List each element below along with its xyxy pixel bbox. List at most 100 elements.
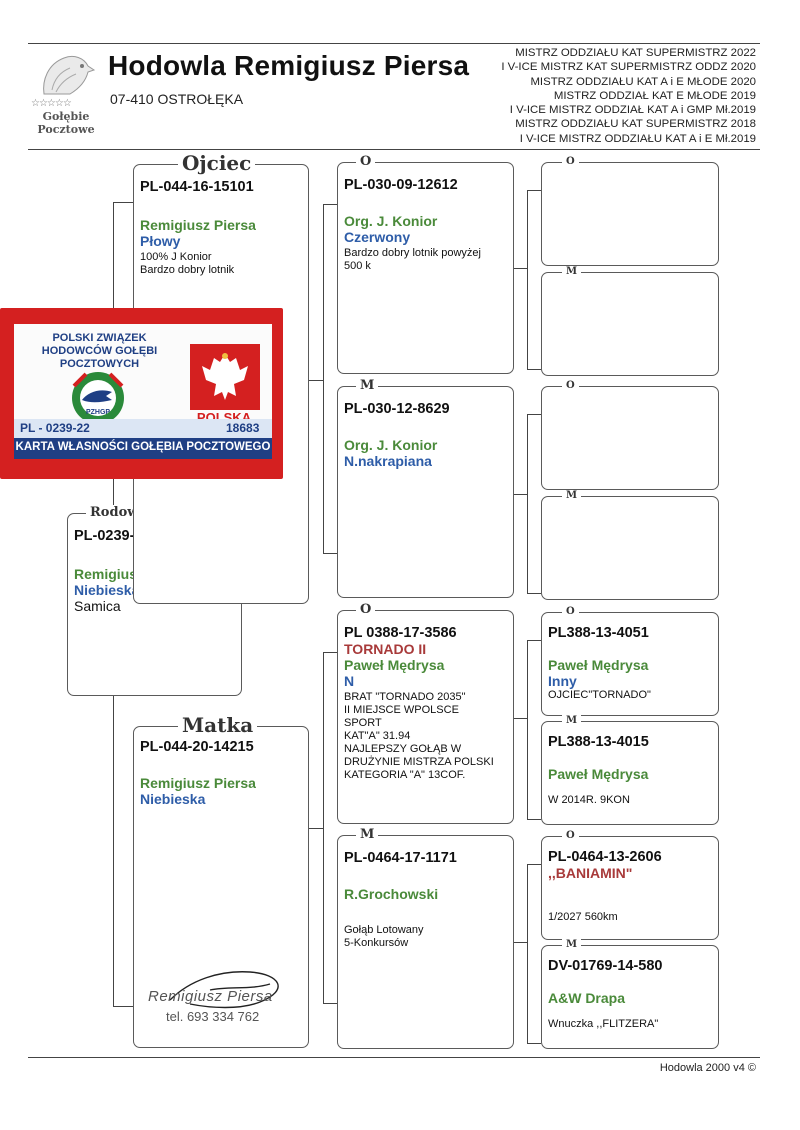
connector-line: [527, 190, 528, 370]
ownership-card: POLSKI ZWIĄZEK HODOWCÓW GOŁĘBI POCZTOWYC…: [0, 308, 283, 479]
achievement-item: MISTRZ ODDZIAŁU KAT SUPERMISTRZ 2018: [515, 118, 756, 131]
gen3-notes: Wnuczka ,,FLITZERA": [548, 1018, 659, 1030]
gen3-notes: OJCIEC"TORNADO": [548, 689, 651, 701]
gen3-ring: PL-0464-13-2606: [548, 849, 662, 865]
sire-sire-ring: PL-030-09-12612: [344, 177, 458, 193]
gen3-label: O: [562, 830, 579, 842]
card-caption-bar: KARTA WŁASNOŚCI GOŁĘBIA POCZTOWEGO: [14, 438, 272, 459]
gen3-color: Inny: [548, 673, 577, 689]
connector-line: [308, 380, 324, 381]
connector-line: [513, 942, 528, 943]
subject-color: Niebieska: [74, 582, 140, 598]
achievements-list: MISTRZ ODDZIAŁU KAT SUPERMISTRZ 2022 I V…: [470, 46, 756, 146]
card-ring-number: 18683: [226, 421, 260, 435]
sire-sire-note: 500 k: [344, 260, 371, 272]
sire-sire-breeder: Org. J. Konior: [344, 213, 438, 229]
dam-sire-card[interactable]: O PL 0388-17-3586 TORNADO II Paweł Mędry…: [337, 602, 514, 824]
sire-sire-note: Bardzo dobry lotnik powyżej: [344, 247, 481, 259]
dam-sire-note: II MIEJSCE WPOLSCE: [344, 704, 459, 716]
gen3-card-8[interactable]: M DV-01769-14-580 A&W Drapa Wnuczka ,,FL…: [541, 939, 719, 1049]
gen3-notes: 1/2027 560km: [548, 911, 618, 923]
sire-note: Bardzo dobry lotnik: [140, 264, 235, 276]
connector-line: [527, 190, 541, 191]
achievement-item: I V-ICE MISTRZ ODDZIAŁ KAT A i GMP Mł.20…: [509, 104, 756, 117]
dam-sire-note: NAJLEPSZY GOŁĄB W: [344, 743, 462, 755]
connector-line: [323, 1003, 338, 1004]
sire-note: 100% J Konior: [140, 251, 212, 263]
connector-sire-parents: [323, 204, 324, 554]
gen3-label: O: [562, 156, 579, 168]
sire-dam-breeder: Org. J. Konior: [344, 437, 438, 453]
sire-label: Ojciec: [178, 151, 256, 175]
sire-notes: 100% J Konior Bardzo dobry lotnik: [140, 251, 302, 277]
connector-line: [323, 652, 338, 653]
connector-line: [527, 414, 541, 415]
dam-dam-label: M: [356, 827, 379, 843]
dam-dam-note: 5-Konkursów: [344, 937, 409, 949]
connector-line: [527, 864, 528, 1044]
sire-dam-color: N.nakrapiana: [344, 453, 432, 469]
achievement-item: I V-ICE MISTRZ KAT SUPERMISTRZ ODDZ 2020: [501, 61, 756, 74]
sire-sire-color: Czerwony: [344, 229, 411, 245]
sire-ring: PL-044-16-15101: [140, 179, 254, 195]
connector-line: [323, 204, 338, 205]
gen3-card-7[interactable]: O PL-0464-13-2606 ,,BANIAMIN" 1/2027 560…: [541, 830, 719, 940]
connector-line: [513, 268, 528, 269]
footer-rule: [28, 1057, 760, 1058]
dam-sire-notes: BRAT "TORNADO 2035" II MIEJSCE WPOLSCE S…: [344, 691, 507, 782]
dam-breeder: Remigiusz Piersa: [140, 775, 256, 791]
breeder-city: 07-410 OSTROŁĘKA: [110, 91, 244, 107]
gen3-card-4[interactable]: M: [541, 490, 719, 600]
dam-ring: PL-044-20-14215: [140, 739, 254, 755]
achievement-item: I V-ICE MISTRZ ODDZIAŁU KAT A i E Mł.201…: [519, 132, 756, 145]
connector-line: [527, 369, 541, 370]
gen3-label: M: [562, 939, 582, 951]
gen3-card-5[interactable]: O PL388-13-4051 Paweł Mędrysa Inny OJCIE…: [541, 606, 719, 716]
dam-sire-color: N: [344, 673, 355, 689]
gen3-label: M: [562, 490, 582, 502]
dam-card[interactable]: Matka PL-044-20-14215 Remigiusz Piersa N…: [133, 713, 309, 1048]
gen3-ring: PL388-13-4051: [548, 625, 649, 641]
subject-sex: Samica: [74, 598, 121, 614]
connector-line: [527, 864, 541, 865]
connector-line: [527, 414, 528, 594]
header-bottom-rule: [28, 149, 760, 150]
sire-dam-card[interactable]: M PL-030-12-8629 Org. J. Konior N.nakrap…: [337, 378, 514, 598]
card-ring-prefix: PL - 0239-22: [20, 421, 90, 435]
card-organization: POLSKI ZWIĄZEK HODOWCÓW GOŁĘBI POCZTOWYC…: [41, 332, 158, 370]
gen3-breeder: Paweł Mędrysa: [548, 657, 649, 673]
dam-sire-name: TORNADO II: [344, 641, 427, 657]
sire-sire-card[interactable]: O PL-030-09-12612 Org. J. Konior Czerwon…: [337, 154, 514, 374]
logo-text-line1: Gołębie: [42, 110, 90, 123]
dam-color: Niebieska: [140, 791, 206, 807]
connector-sire: [113, 202, 134, 203]
gen3-card-3[interactable]: O: [541, 380, 719, 490]
gen3-card-6[interactable]: M PL388-13-4015 Paweł Mędrysa W 2014R. 9…: [541, 715, 719, 825]
connector-line: [527, 593, 541, 594]
breeder-stamp: Remigiusz Piersa tel. 693 334 762: [148, 988, 273, 1024]
sire-breeder: Remigiusz Piersa: [140, 217, 256, 233]
gen3-name: ,,BANIAMIN": [548, 865, 633, 881]
pigeon-icon: [43, 55, 96, 95]
stars-icon: ☆☆☆☆☆: [31, 98, 72, 109]
dam-sire-note: SPORT: [344, 717, 382, 729]
connector-line: [527, 1043, 541, 1044]
gen3-notes: W 2014R. 9KON: [548, 794, 630, 806]
logo-text-line2: Pocztowe: [37, 123, 95, 136]
dam-sire-note: KAT"A" 31.94: [344, 730, 411, 742]
dam-sire-breeder: Paweł Mędrysa: [344, 657, 445, 673]
dam-label: Matka: [178, 713, 258, 737]
achievement-item: MISTRZ ODDZIAŁ KAT E MŁODE 2019: [553, 89, 756, 102]
dam-dam-breeder: R.Grochowski: [344, 886, 439, 902]
gen3-label: M: [562, 266, 582, 278]
gen3-card-1[interactable]: O: [541, 156, 719, 266]
achievement-item: MISTRZ ODDZIAŁU KAT SUPERMISTRZ 2022: [515, 47, 756, 59]
connector-line: [527, 640, 541, 641]
sire-dam-ring: PL-030-12-8629: [344, 401, 450, 417]
sire-sire-label: O: [356, 154, 376, 170]
dam-dam-card[interactable]: M PL-0464-17-1171 R.Grochowski Gołąb Lot…: [337, 827, 514, 1049]
gen3-card-2[interactable]: M: [541, 266, 719, 376]
signature-icon: [169, 971, 279, 1009]
dam-sire-note: BRAT "TORNADO 2035": [344, 691, 466, 703]
card-caption: KARTA WŁASNOŚCI GOŁĘBIA POCZTOWEGO: [15, 441, 271, 453]
